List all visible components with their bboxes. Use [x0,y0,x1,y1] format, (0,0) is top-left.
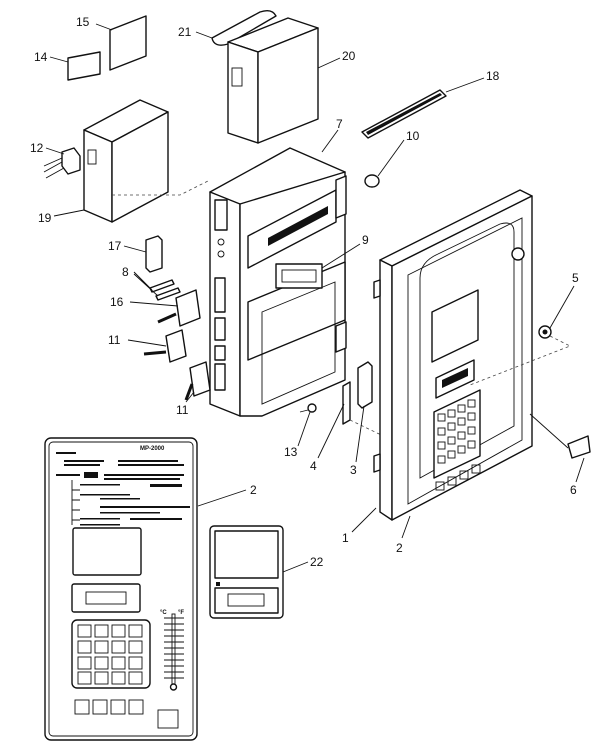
part-4-bracket [342,381,351,425]
callout-7: 7 [336,117,343,131]
part-13-screw [299,403,317,413]
callout-10: 10 [406,129,420,143]
callout-16: 16 [110,295,124,309]
callout-3: 3 [350,463,357,477]
part-12-connector [43,147,81,179]
leader-lines [45,23,585,573]
callout-19: 19 [38,211,52,225]
panel-model-text: MP-2000 [140,446,165,452]
part-5-washer [538,325,552,339]
part-22-display-label [209,525,284,619]
part-2-overlay-label: MP-2000 °C °F [44,437,198,741]
part-10-plug [364,174,380,188]
callout-12: 12 [30,141,44,155]
thermometer-scale [164,613,184,691]
callout-15: 15 [76,15,90,29]
callout-11-lower: 11 [176,403,189,417]
callouts: 14 15 21 20 18 12 19 7 10 9 17 8 16 11 1… [30,15,579,569]
part-14-label-card [67,51,101,81]
part-11-cable-connector [143,329,187,363]
part-20-module-box [227,17,319,144]
part-7-controller-chassis [209,147,347,417]
callout-5: 5 [572,271,579,285]
fahrenheit-label: °F [178,610,184,616]
part-1-door-panel [373,189,533,521]
part-15-label-card [109,15,147,71]
callout-4: 4 [310,459,317,473]
part-11-cable-connector-lower [184,361,211,401]
callout-22: 22 [310,555,324,569]
part-19-module-box [83,99,169,223]
callout-20: 20 [342,49,356,63]
callout-17: 17 [108,239,122,253]
part-8-fuses [149,279,181,301]
callout-11-upper: 11 [108,333,121,347]
callout-18: 18 [486,69,500,83]
callout-2-panel: 2 [250,483,257,497]
callout-1: 1 [342,531,349,545]
part-21-seal-strip [211,9,277,46]
callout-13: 13 [284,445,298,459]
part-18-strip [361,89,447,139]
part-17-fuse-holder [145,235,163,273]
callout-6: 6 [570,483,577,497]
callout-8: 8 [122,265,129,279]
callout-21: 21 [178,25,192,39]
callout-2-door: 2 [396,541,403,555]
part-3-hinge [357,361,373,409]
celsius-label: °C [160,610,167,616]
callout-14: 14 [34,50,48,64]
part-6-thumb-screw [529,413,591,459]
part-16-cable-connector [157,289,201,327]
callout-9: 9 [362,233,369,247]
